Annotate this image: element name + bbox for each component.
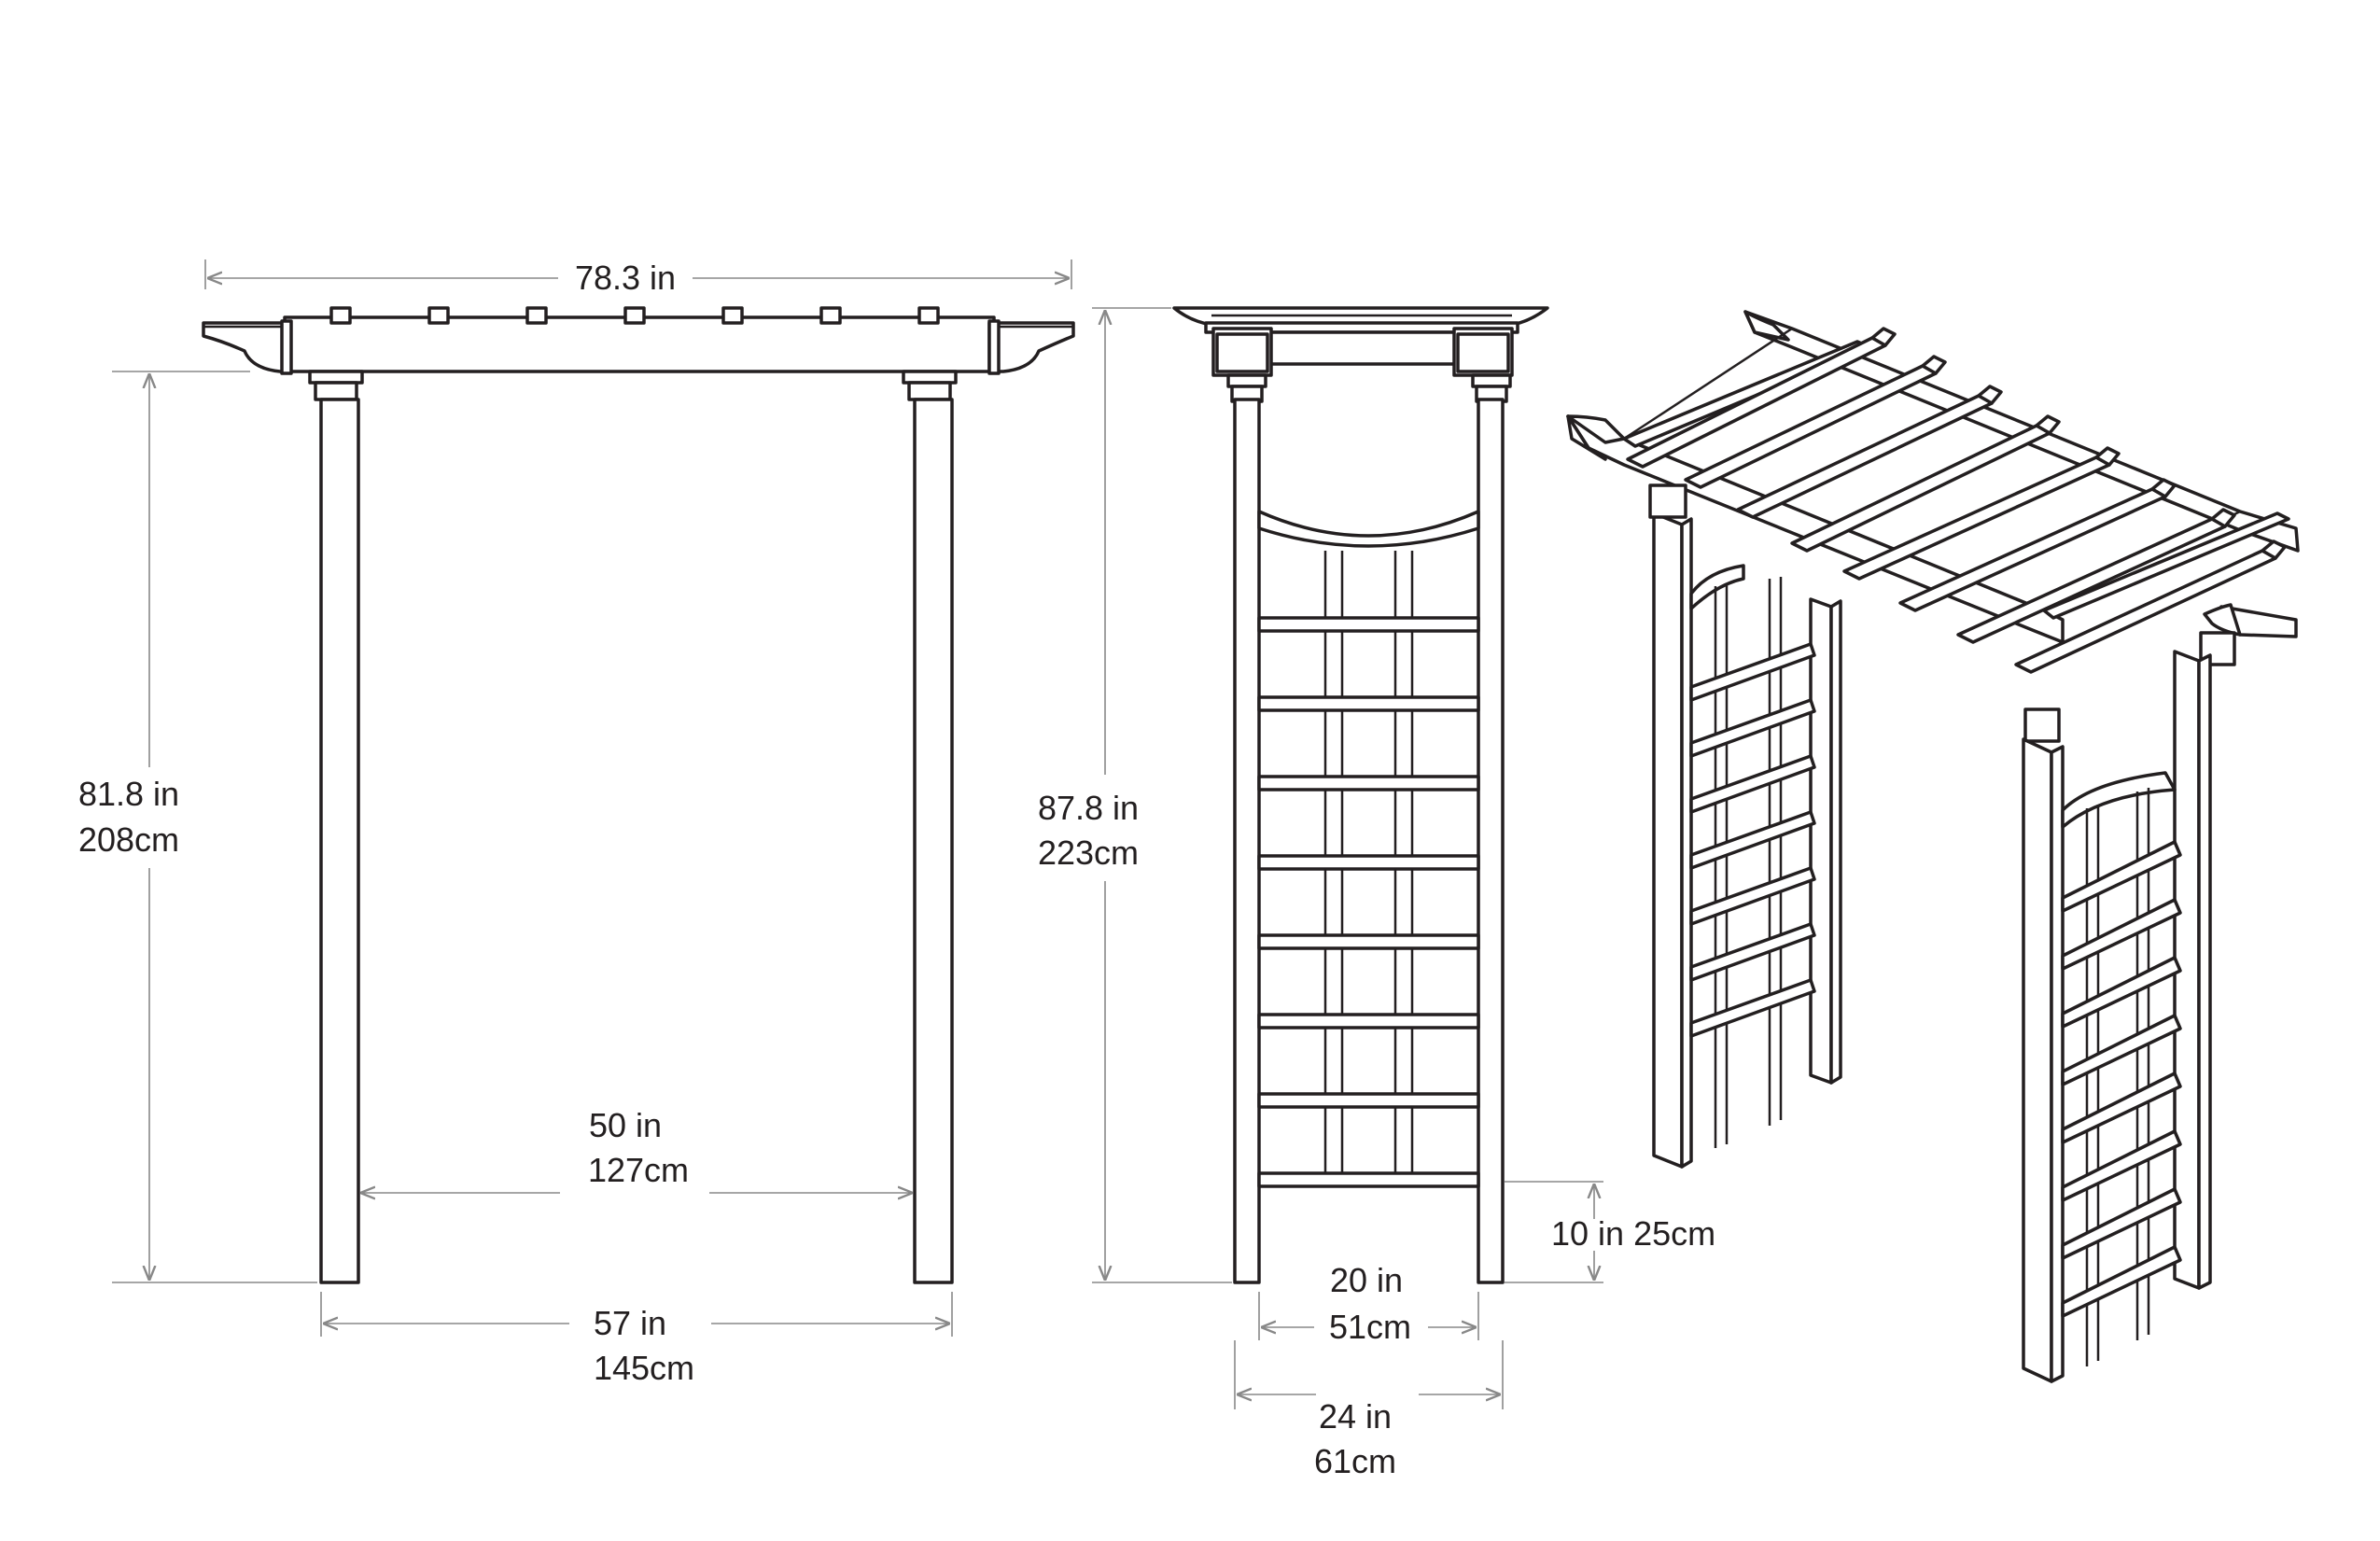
front-rafter-ends [329, 306, 940, 325]
side-left-post [1233, 398, 1261, 1284]
front-top-beam [202, 321, 291, 373]
front-outer-width-label-in: 57 in [594, 1304, 666, 1342]
front-view [202, 306, 1075, 1284]
perspective-front-left-post [2022, 737, 2053, 1383]
front-width-label: 78.3 in [575, 259, 676, 297]
side-inner-depth-label-in: 20 in [1330, 1261, 1403, 1299]
front-header-beam [283, 315, 996, 373]
side-right-post [1477, 398, 1505, 1284]
front-right-bracket [987, 321, 1075, 373]
front-left-post [319, 398, 360, 1284]
perspective-roof [1566, 310, 2300, 743]
side-dimensions: 87.8 in 223cm 10 in 25cm 20 in 51cm 24 i… [1038, 307, 1715, 1480]
perspective-back-trellis [1689, 564, 1816, 1148]
front-height-label-in: 81.8 in [78, 775, 179, 813]
perspective-back-left-post [1652, 511, 1684, 1169]
perspective-view [1566, 310, 2300, 1383]
front-right-post [913, 398, 954, 1284]
side-trellis-rungs [1257, 616, 1480, 1188]
side-outer-depth-label-cm: 61cm [1314, 1442, 1396, 1480]
front-outer-width-label-cm: 145cm [594, 1349, 694, 1387]
side-arch [1257, 510, 1480, 548]
side-height-label-in: 87.8 in [1038, 789, 1139, 827]
front-inner-width-label-in: 50 in [589, 1106, 662, 1144]
side-height-label-cm: 223cm [1038, 834, 1139, 872]
front-dimensions: 78.3 in 81.8 in 208cm 50 in 127cm 57 in … [78, 259, 1072, 1387]
side-outer-depth-label-in: 24 in [1319, 1397, 1392, 1436]
side-inner-depth-label-cm: 51cm [1329, 1308, 1411, 1346]
perspective-back-right-post [1809, 597, 1833, 1085]
side-view [1172, 306, 1549, 1284]
front-height-label-cm: 208cm [78, 820, 179, 859]
side-clearance-label: 10 in 25cm [1551, 1214, 1715, 1253]
perspective-front-trellis [2061, 771, 2182, 1366]
front-inner-width-label-cm: 127cm [588, 1151, 689, 1189]
